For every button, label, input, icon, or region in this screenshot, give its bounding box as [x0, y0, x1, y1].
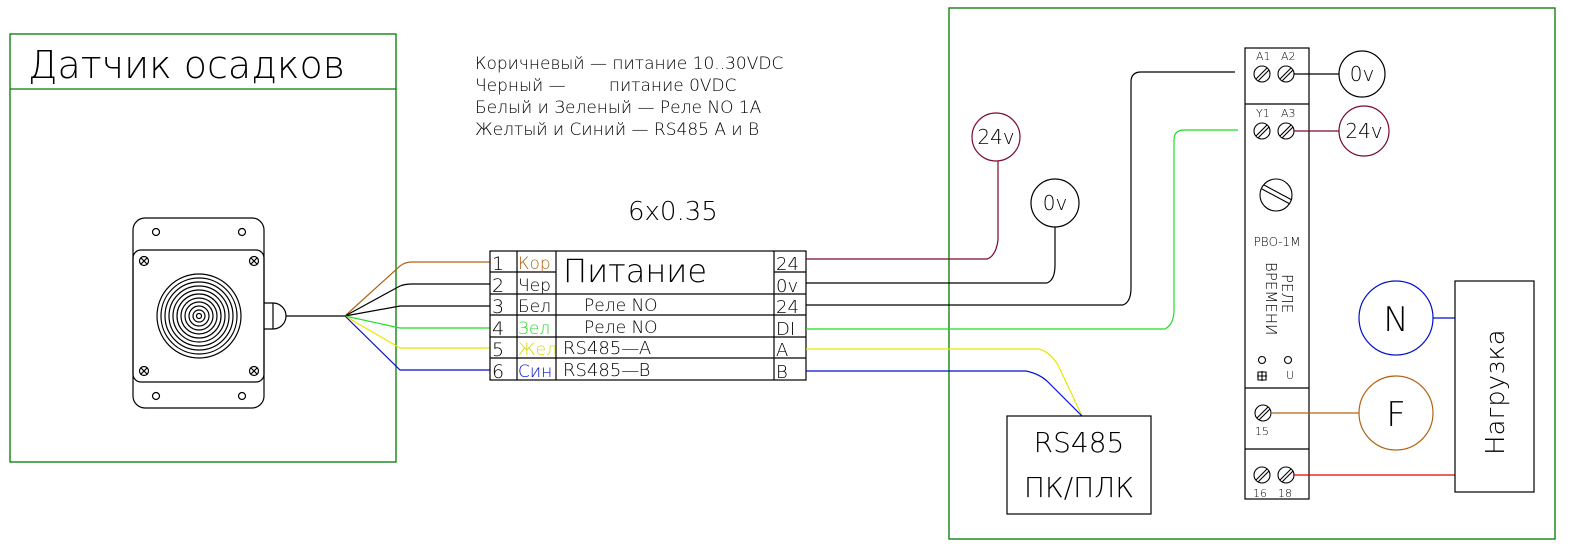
pin-number: 1	[492, 253, 504, 275]
terminal-screw-icon	[1253, 466, 1271, 484]
node-neutral: N	[1358, 280, 1434, 356]
function-power: Питание	[563, 252, 707, 290]
rs485-device: RS485 ПК/ПЛК	[1006, 415, 1152, 515]
power-led-label: U	[1286, 369, 1294, 382]
svg-text:0v: 0v	[1350, 62, 1375, 86]
node-24v-supply: 24v	[971, 112, 1021, 162]
svg-text:24v: 24v	[977, 125, 1014, 149]
adjust-knob-icon	[1259, 178, 1293, 212]
terminal-screw-icon	[1277, 122, 1295, 140]
cable-spec: 6x0.35	[628, 197, 718, 227]
terminal-screw-icon	[1277, 65, 1295, 83]
sensing-surface-icon	[156, 273, 242, 359]
terminal-screw-icon	[1253, 65, 1271, 83]
svg-text:RS485: RS485	[1034, 426, 1125, 459]
screw-icon	[138, 255, 150, 267]
terminal-block: 1 2 3 4 5 6 Кор Чер Бел Зел Жел Син Пита…	[489, 250, 807, 383]
pin-number: 3	[492, 296, 504, 318]
control-cabinet-frame	[948, 7, 1556, 540]
sensor-frame: Датчик осадков	[9, 33, 397, 463]
pin-number: 6	[492, 361, 504, 383]
output-label: 0v	[776, 276, 798, 297]
terminal-label: A2	[1281, 50, 1296, 63]
output-wires	[806, 71, 1238, 417]
pin-number: 2	[492, 275, 504, 297]
output-label: 24	[776, 297, 799, 318]
sensor-wires	[344, 261, 490, 371]
output-label: B	[776, 362, 788, 383]
svg-text:F: F	[1386, 395, 1406, 435]
svg-text:ПК/ПЛК: ПК/ПЛК	[1024, 471, 1134, 504]
output-label: DI	[776, 319, 795, 340]
function-label: RS485—B	[563, 360, 650, 381]
terminal-label: 15	[1255, 425, 1269, 438]
terminal-screw-icon	[1253, 122, 1271, 140]
screw-icon	[138, 365, 150, 377]
load-label: Нагрузка	[1481, 329, 1511, 455]
pin-number: 5	[492, 339, 504, 361]
wire-color-label: Зел	[518, 319, 550, 339]
terminal-screw-icon	[1254, 404, 1272, 422]
legend-line: Желтый и Синий — RS485 A и B	[475, 120, 759, 140]
wire-color-label: Чер	[518, 276, 551, 296]
pin-number: 4	[492, 318, 504, 340]
terminal-label: Y1	[1256, 107, 1270, 120]
time-relay: A1 A2 Y1 A3 15 16 18 U РВО-1М ВРЕМЕНИ РЕ…	[1244, 47, 1310, 500]
legend-line: Коричневый — питание 10..30VDC	[475, 54, 783, 74]
led-output-icon	[1257, 355, 1267, 365]
output-label: 24	[776, 254, 799, 275]
terminal-label: A1	[1256, 50, 1271, 63]
relay-label: РЕЛЕ	[1278, 274, 1296, 313]
relay-model: РВО-1М	[1254, 235, 1301, 249]
relay-coil-icon	[1257, 371, 1267, 381]
relay-label: ВРЕМЕНИ	[1262, 262, 1280, 335]
function-label: Реле NO	[584, 318, 658, 338]
svg-text:N: N	[1383, 300, 1408, 340]
node-phase: F	[1358, 375, 1434, 451]
legend-line: Черный — питание 0VDC	[475, 76, 737, 96]
output-label: A	[776, 340, 788, 361]
node-24v-relay: 24v	[1338, 105, 1390, 157]
terminal-label: A3	[1281, 107, 1296, 120]
node-0v-relay: 0v	[1338, 50, 1386, 98]
wire-color-legend: Коричневый — питание 10..30VDC Черный — …	[475, 54, 783, 140]
screw-icon	[248, 365, 260, 377]
terminal-screw-icon	[1277, 466, 1295, 484]
svg-text:0v: 0v	[1043, 191, 1068, 215]
terminal-label: 16	[1253, 487, 1267, 500]
svg-text:24v: 24v	[1345, 119, 1382, 143]
function-label: RS485—A	[563, 338, 651, 359]
relay-wires	[1271, 73, 1455, 476]
function-label: Реле NO	[584, 296, 658, 316]
wire-color-label: Кор	[518, 254, 551, 274]
node-0v-supply: 0v	[1030, 178, 1080, 228]
wire-color-label: Бел	[518, 297, 551, 317]
legend-line: Белый и Зеленый — Реле NO 1A	[475, 98, 762, 118]
sensor-title: Датчик осадков	[28, 43, 345, 87]
screw-icon	[248, 255, 260, 267]
wire-color-label: Син	[518, 362, 552, 382]
rain-sensor-icon	[132, 217, 345, 409]
led-power-icon	[1283, 355, 1293, 365]
terminal-label: 18	[1278, 487, 1292, 500]
load-box: Нагрузка	[1454, 280, 1535, 493]
wire-color-label: Жел	[518, 340, 557, 360]
